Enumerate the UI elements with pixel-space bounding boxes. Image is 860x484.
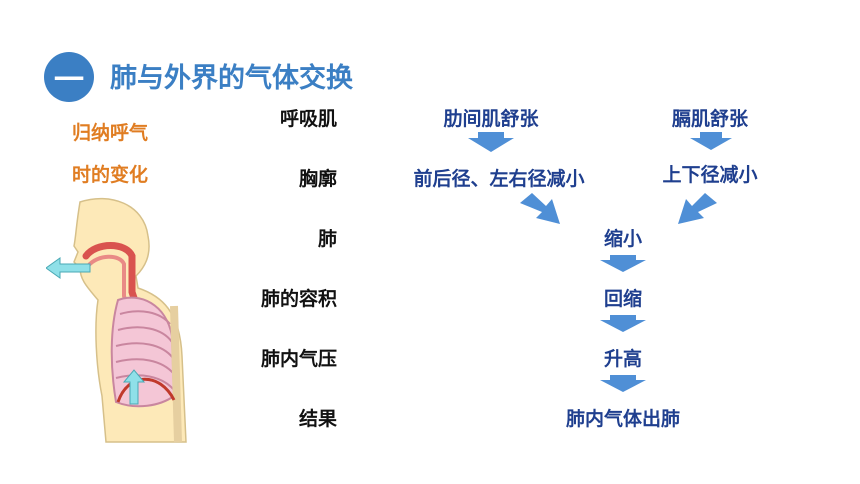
- up-arrow-icon: [122, 369, 146, 405]
- down-arrow-icon: [690, 132, 732, 150]
- down-arrow-icon: [468, 132, 514, 152]
- airway: [82, 242, 144, 320]
- down-arrow-icon: [600, 315, 646, 332]
- thorax-front-side-change: 前后径、左右径减小: [413, 168, 585, 190]
- intercostal-muscle-state: 肋间肌舒张: [443, 108, 539, 130]
- thorax-vertical-change: 上下径减小: [662, 164, 758, 186]
- torso-illustration: [73, 197, 187, 443]
- result-state: 肺内气体出肺: [565, 408, 681, 430]
- side-note-line1: 归纳呼气: [72, 122, 149, 144]
- lung-state: 缩小: [603, 228, 643, 250]
- diaphragm-state: 膈肌舒张: [671, 108, 749, 130]
- ribs: [115, 310, 175, 391]
- spine: [170, 305, 182, 443]
- section-number-badge: 一: [44, 52, 94, 102]
- row-label-lung: 肺: [317, 228, 337, 250]
- down-arrow-icon: [600, 375, 646, 392]
- row-label-lung-pressure: 肺内气压: [260, 348, 337, 370]
- left-arrow-icon: [46, 257, 91, 279]
- row-label-result: 结果: [298, 408, 337, 430]
- row-label-lung-volume: 肺的容积: [260, 288, 337, 310]
- down-arrow-icon: [678, 193, 717, 224]
- diaphragm: [116, 377, 176, 403]
- lung-pressure-state: 升高: [603, 348, 643, 370]
- row-label-thorax: 胸廓: [298, 168, 337, 190]
- down-arrow-icon: [520, 193, 560, 224]
- lung-volume-state: 回缩: [603, 288, 643, 310]
- row-label-respiratory-muscle: 呼吸肌: [279, 108, 337, 130]
- side-note-line2: 时的变化: [72, 164, 149, 186]
- page-title: 肺与外界的气体交换: [110, 63, 353, 94]
- airway-inner: [86, 254, 132, 318]
- down-arrow-icon: [600, 255, 646, 272]
